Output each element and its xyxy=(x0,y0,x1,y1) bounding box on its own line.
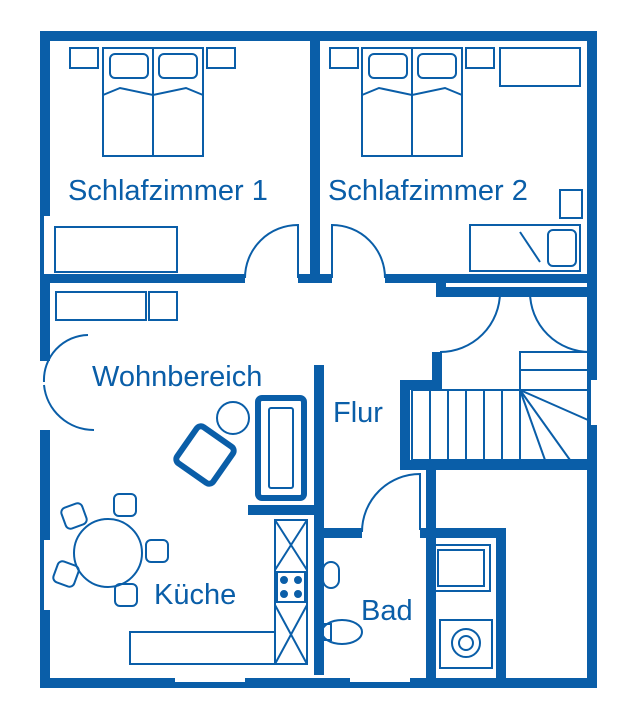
outer-wall-right xyxy=(587,31,597,688)
wall-bedroom2-bottom xyxy=(385,274,597,283)
wall-hall-left xyxy=(314,365,324,675)
kitchen-counter xyxy=(129,631,276,665)
label-bedroom1: Schlafzimmer 1 xyxy=(68,175,268,207)
outer-wall-left-c xyxy=(40,430,50,540)
pillow-2b xyxy=(417,53,457,79)
crib-2 xyxy=(469,224,581,272)
wall-kitchen-top-right xyxy=(248,505,324,515)
pillow-1b xyxy=(158,53,198,79)
stove xyxy=(276,571,306,603)
wall-hall-right-top xyxy=(436,287,587,297)
pillow-1a xyxy=(109,53,149,79)
dining-table xyxy=(73,518,143,588)
window-bottom-bath xyxy=(350,678,410,682)
label-bathroom: Bad xyxy=(361,595,413,627)
wall-bath-top-a xyxy=(314,528,362,538)
nightstand-1b xyxy=(206,47,236,69)
window-right-stairs xyxy=(591,380,597,425)
outer-wall-left-a xyxy=(40,31,50,216)
wall-stair-left xyxy=(400,380,410,468)
wall-stair-left-top xyxy=(432,352,442,384)
dresser-2 xyxy=(499,47,581,87)
chair-2 xyxy=(559,189,583,219)
label-kitchen: Küche xyxy=(154,579,236,611)
nightstand-2a xyxy=(329,47,359,69)
outer-wall-left-d xyxy=(40,610,50,688)
wardrobe-1 xyxy=(54,226,178,273)
window-left-bedroom xyxy=(40,216,44,276)
pillow-2a xyxy=(368,53,408,79)
wall-bath-top-b xyxy=(420,528,500,538)
label-living: Wohnbereich xyxy=(92,361,262,393)
stairs xyxy=(411,389,589,461)
sideboard xyxy=(55,291,147,321)
wall-bedroom1-bottom-a xyxy=(40,274,245,283)
wall-living-left-top xyxy=(40,283,50,323)
window-left-kitchen xyxy=(40,540,44,610)
kitchen-counter-side xyxy=(274,519,308,665)
toilet xyxy=(322,561,340,589)
nightstand-1a xyxy=(69,47,99,69)
doors xyxy=(42,223,591,533)
window-bottom-kitchen xyxy=(175,678,245,682)
wall-bedroom-bottom-mid xyxy=(298,274,332,283)
wall-utility-right xyxy=(496,528,506,678)
label-bedroom2: Schlafzimmer 2 xyxy=(328,175,528,207)
sofa xyxy=(255,395,307,501)
wall-stair-top xyxy=(400,380,442,390)
wall-bedroom-divider xyxy=(310,31,320,281)
armchair xyxy=(173,423,237,487)
furniture xyxy=(52,47,589,669)
outer-wall-bottom xyxy=(40,678,597,688)
side-table xyxy=(216,401,250,435)
nightstand-2b xyxy=(465,47,495,69)
washing-machine xyxy=(439,619,493,669)
room-labels: Schlafzimmer 1 Schlafzimmer 2 Wohnbereic… xyxy=(68,175,528,627)
walls xyxy=(40,31,597,688)
washer-top xyxy=(431,544,491,592)
label-hallway: Flur xyxy=(333,397,383,429)
wall-stair-bottom xyxy=(400,460,597,470)
